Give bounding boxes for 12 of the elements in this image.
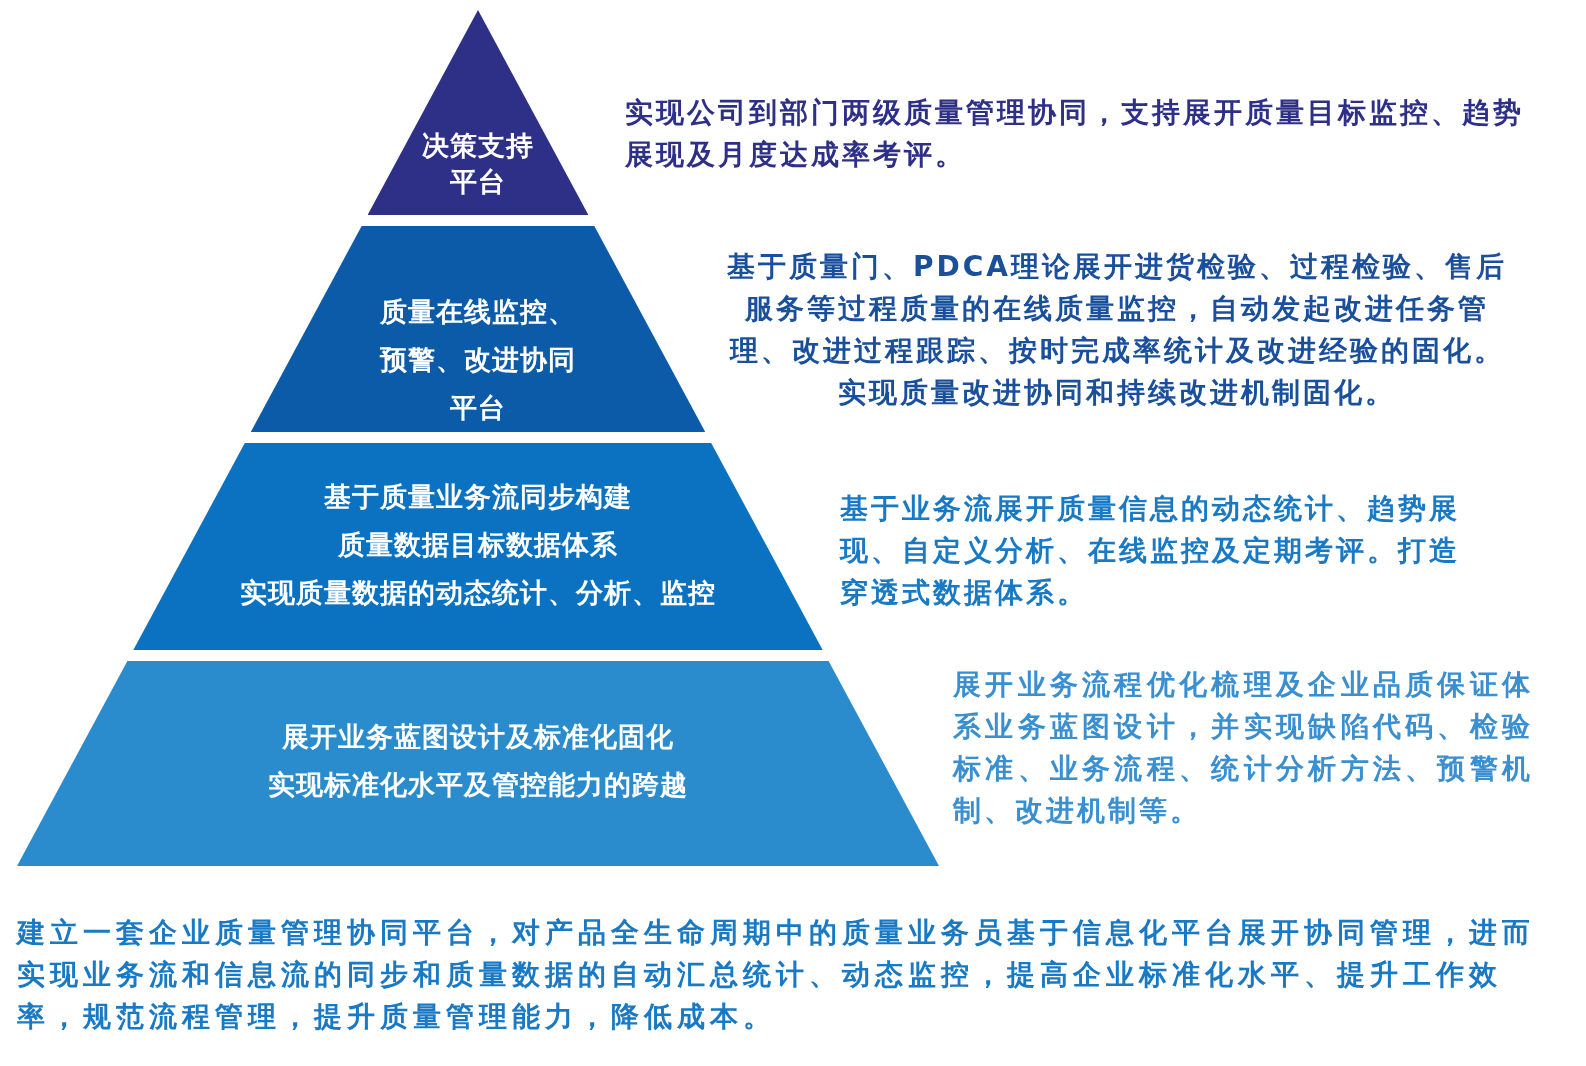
caption: 建立一套企业质量管理协同平台，对产品全生命周期中的质量业务员基于信息化平台展开协同管理，进而实现业务流和信息流的同步和质量数据的自动汇总统计、动态监控，提高企业标准化水平、提升工作效率，规范流程管理，提升质量管理能力，降低成本。 [17,915,1536,1035]
layer-label: 决策支持平台 [421,129,535,199]
layer-label: 质量在线监控、预警、改进协同平台 [378,295,577,425]
layer-label: 实现质量数据的动态统计、分析、监控 [240,576,716,610]
description-text: 实现公司到部门两级质量管理协同，支持展开质量目标监控、趋势展现及月度达成率考评。 [625,95,1525,173]
layer-label: 实现标准化水平及管控能力的跨越 [268,768,688,802]
description-text: 基于质量门、PDCA理论展开进货检验、过程检验、售后服务等过程质量的在线质量监控，自动发起改进任务管理、改进过程跟踪、按时完成率统计及改进经验的固化。实现质量改进协同和持续改进机制固化。 [726,249,1508,411]
layer-label: 质量数据目标数据体系 [338,528,618,562]
layer-label: 展开业务蓝图设计及标准化固化 [282,720,674,754]
description-text: 展开业务流程优化梳理及企业品质保证体系业务蓝图设计，并实现缺陷代码、检验标准、业务流程、统计分析方法、预警机制、改进机制等。 [953,667,1533,829]
description-text: 基于业务流展开质量信息的动态统计、趋势展现、自定义分析、在线监控及定期考评。打造穿透式数据体系。 [840,491,1461,611]
layer-label: 基于质量业务流同步构建 [324,480,632,514]
